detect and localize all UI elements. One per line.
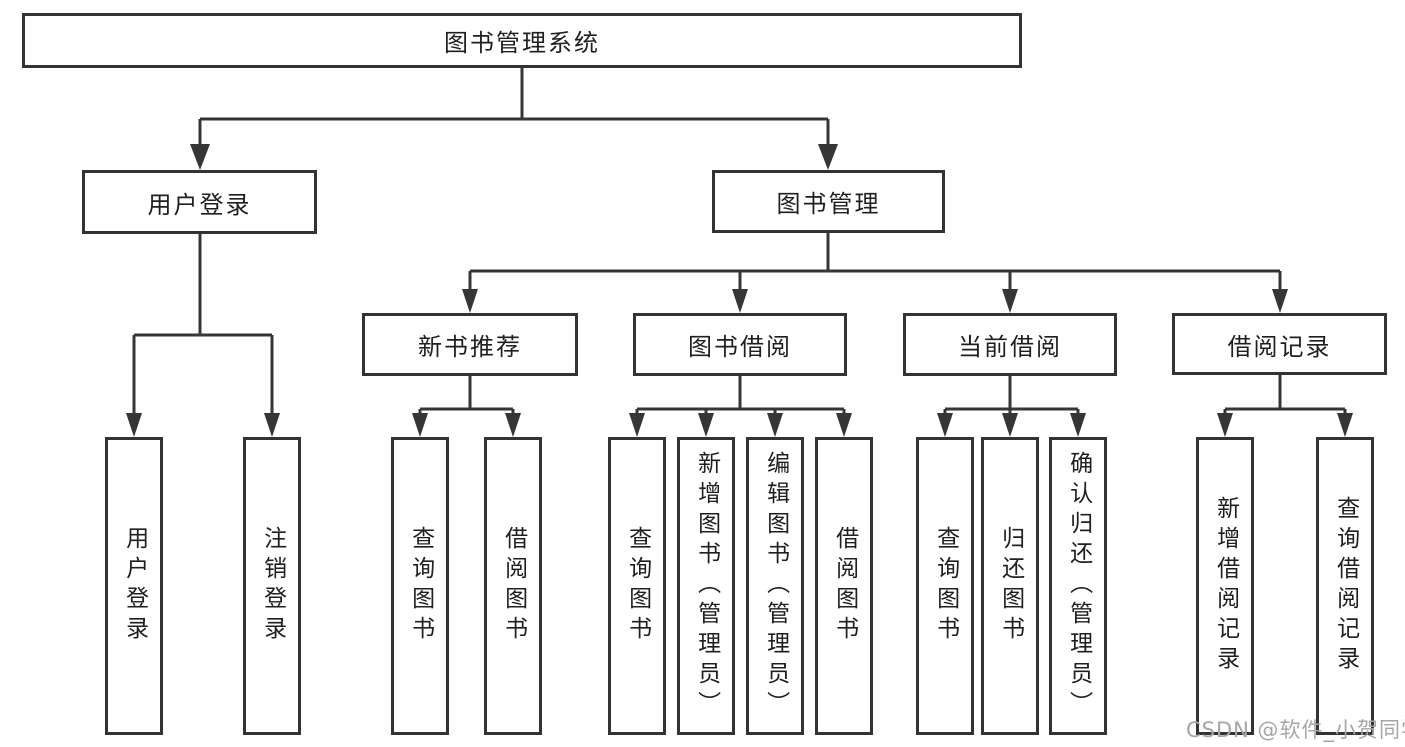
- leaf-user-login: 用户登录: [105, 437, 163, 735]
- leaf-cb-return-books: 归还图书: [981, 437, 1039, 735]
- node-root-library-system: 图书管理系统: [22, 13, 1022, 68]
- leaf-br-add-record: 新增借阅记录: [1196, 437, 1254, 735]
- leaf-bb-query-books: 查询图书: [608, 437, 666, 735]
- leaf-bb-edit-books-admin: 编辑图书（管理员）: [746, 437, 804, 735]
- watermark-text: CSDN @软件_小贺同学: [1186, 718, 1405, 742]
- node-borrow-records: 借阅记录: [1172, 313, 1387, 375]
- node-new-book-recommend: 新书推荐: [362, 313, 578, 376]
- node-user-login: 用户登录: [82, 170, 317, 234]
- node-book-management: 图书管理: [712, 170, 945, 233]
- node-book-borrow: 图书借阅: [633, 313, 847, 376]
- leaf-bb-borrow-books: 借阅图书: [815, 437, 873, 735]
- leaf-cb-confirm-return-admin: 确认归还（管理员）: [1049, 437, 1107, 735]
- leaf-bb-add-books-admin: 新增图书（管理员）: [677, 437, 735, 735]
- node-current-borrow: 当前借阅: [903, 313, 1117, 376]
- leaf-br-query-record: 查询借阅记录: [1316, 437, 1374, 735]
- leaf-logout: 注销登录: [243, 437, 301, 735]
- leaf-nb-query-books: 查询图书: [391, 437, 449, 735]
- leaf-nb-borrow-books: 借阅图书: [484, 437, 542, 735]
- leaf-cb-query-books: 查询图书: [916, 437, 974, 735]
